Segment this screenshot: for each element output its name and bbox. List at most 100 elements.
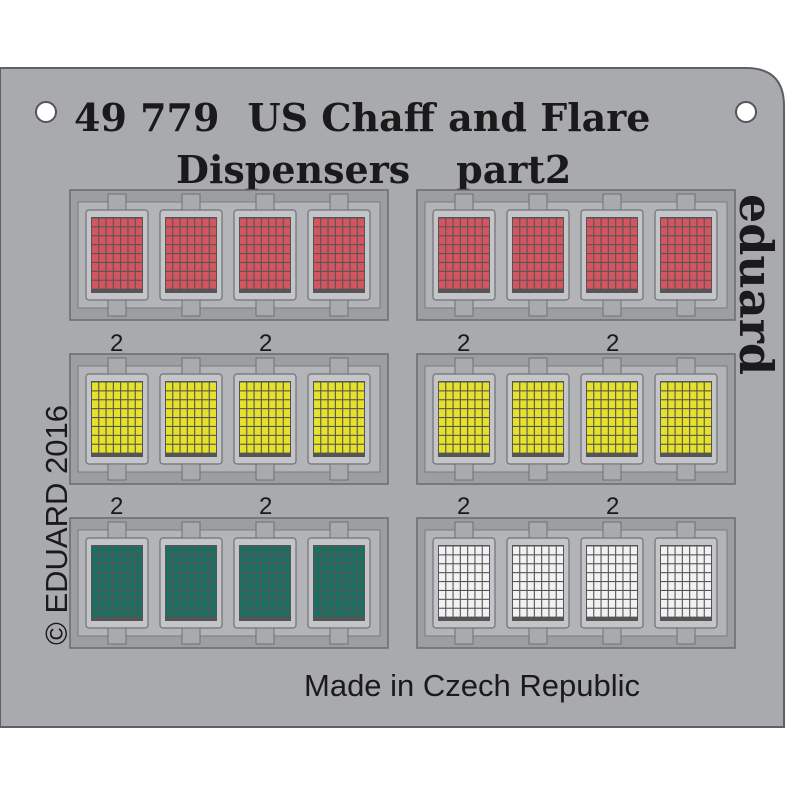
grid-cell	[556, 227, 563, 236]
grid-cell	[166, 608, 173, 617]
grid-cell	[704, 555, 711, 564]
grid-cell	[343, 280, 350, 289]
grid-cell	[542, 236, 549, 245]
grid-cell	[247, 218, 254, 227]
grid-cell	[475, 599, 482, 608]
grid-cell	[92, 564, 99, 573]
grid-cell	[439, 409, 446, 417]
grid-cell	[195, 555, 202, 564]
grid-cell	[668, 271, 675, 280]
grid-cell	[254, 435, 261, 444]
grid-cell	[173, 564, 180, 573]
grid-cell	[321, 218, 328, 227]
grid-cell	[335, 564, 343, 573]
grid-cell	[675, 254, 682, 262]
grid-cell	[321, 382, 328, 391]
grid-cell	[343, 435, 350, 444]
grid-cell	[630, 218, 637, 227]
grid-cell	[690, 546, 697, 555]
grid-cell	[269, 582, 276, 590]
grid-cell	[682, 218, 690, 227]
sprue-tab	[255, 193, 275, 211]
grid-cell	[682, 263, 690, 271]
grid-cell	[594, 608, 601, 617]
grid-cell	[594, 591, 601, 599]
grid-cell	[697, 409, 704, 417]
grid-cell	[254, 599, 261, 608]
group-teal-left	[69, 517, 389, 649]
grid-cell	[99, 263, 106, 271]
grid-cell	[113, 218, 121, 227]
grid-cell	[630, 400, 637, 409]
grid-cell	[468, 444, 475, 453]
grid-cell	[173, 263, 180, 271]
grid-cell	[254, 280, 261, 289]
group-yellow-right	[416, 353, 736, 485]
grid-cell	[276, 227, 283, 236]
grid-cell	[682, 546, 690, 555]
grid-cell	[527, 227, 534, 236]
grid-cell	[468, 271, 475, 280]
grid-cell	[187, 271, 195, 280]
grid-cell	[343, 573, 350, 581]
grid-cell	[202, 382, 209, 391]
grid-cell	[335, 435, 343, 444]
grid-cell	[261, 254, 269, 262]
grid-cell	[269, 254, 276, 262]
grid-cell	[276, 400, 283, 409]
grid-cell	[240, 564, 247, 573]
grid-cell	[113, 418, 121, 426]
grid-cell	[460, 400, 468, 409]
grid-cell	[254, 400, 261, 409]
grid-cell	[92, 236, 99, 245]
grid-cell	[187, 582, 195, 590]
grid-cell	[173, 591, 180, 599]
grid-cell	[527, 218, 534, 227]
grid-cell	[247, 280, 254, 289]
grid-cell	[675, 280, 682, 289]
grid-cell	[520, 263, 527, 271]
grid-cell	[587, 427, 594, 435]
grid-cell	[513, 263, 520, 271]
grid-cell	[668, 582, 675, 590]
grid-cell	[630, 427, 637, 435]
grid-cell	[261, 546, 269, 555]
grid-cell	[549, 391, 556, 400]
grid-cell	[697, 427, 704, 435]
grid-cell	[453, 427, 460, 435]
grid-cell	[601, 391, 608, 400]
grid-cell	[446, 218, 453, 227]
grid-cell	[704, 409, 711, 417]
grid-cell	[594, 564, 601, 573]
sprue-tab	[107, 299, 127, 317]
grid-cell	[335, 573, 343, 581]
grid-cell	[439, 444, 446, 453]
grid-cell	[254, 236, 261, 245]
grid-cell	[661, 391, 668, 400]
grid-cell	[357, 271, 364, 280]
grid-cell	[328, 418, 335, 426]
grid-cell	[254, 582, 261, 590]
sprue-tab	[107, 463, 127, 481]
grid-cell	[166, 400, 173, 409]
grid-cell	[475, 444, 482, 453]
grid-cell	[180, 382, 187, 391]
grid-cell	[173, 236, 180, 245]
grid-cell	[92, 263, 99, 271]
grid-cell	[321, 427, 328, 435]
grid-cell	[482, 382, 489, 391]
grid-cell	[601, 573, 608, 581]
grid-cell	[439, 546, 446, 555]
grid-cell	[520, 418, 527, 426]
grid-cell	[113, 435, 121, 444]
grid-cell	[527, 263, 534, 271]
grid-cell	[121, 280, 128, 289]
grid-cell	[446, 409, 453, 417]
grid-cell	[682, 599, 690, 608]
grid-cell	[690, 263, 697, 271]
grid-cell	[675, 564, 682, 573]
grid-cell	[335, 418, 343, 426]
grid-cell	[195, 591, 202, 599]
grid-cell	[668, 280, 675, 289]
grid-cell	[520, 444, 527, 453]
